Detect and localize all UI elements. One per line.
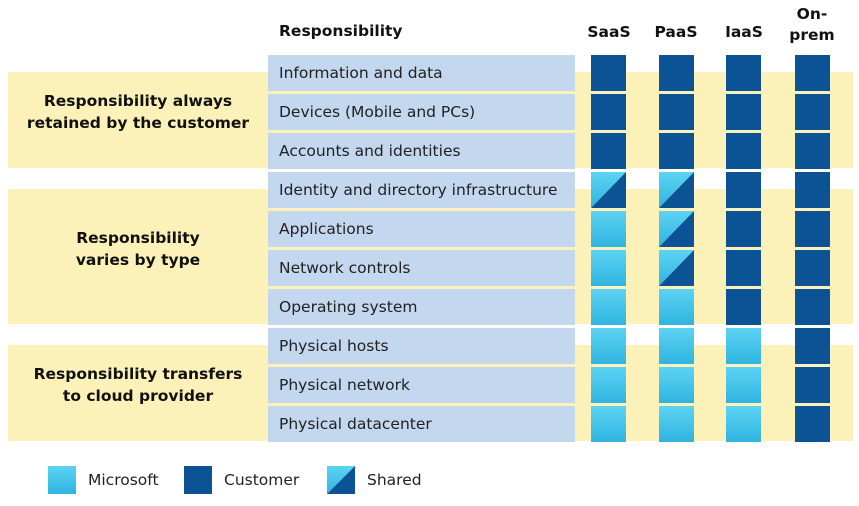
group-label-line: to cloud provider (62, 387, 214, 405)
responsibility-cell-customer (795, 406, 830, 442)
responsibility-cell-microsoft (726, 406, 761, 442)
legend-item-microsoft: Microsoft (48, 466, 159, 494)
legend-swatch-microsoft (48, 466, 76, 494)
row-label: Network controls (268, 250, 575, 286)
responsibility-header: Responsibility (279, 22, 403, 40)
responsibility-cell-customer (659, 133, 694, 169)
responsibility-cell-customer (795, 133, 830, 169)
responsibility-cell-customer (591, 133, 626, 169)
responsibility-cell-customer (659, 55, 694, 91)
group-label: Responsibility always retained by the cus… (18, 88, 258, 136)
legend-item-shared: Shared (327, 466, 422, 494)
row-label: Accounts and identities (268, 133, 575, 169)
group-label-line: varies by type (75, 250, 201, 269)
responsibility-cell-customer (795, 250, 830, 286)
row-label: Physical hosts (268, 328, 575, 364)
column-header-iaas: IaaS (725, 23, 763, 41)
responsibility-cell-customer (795, 172, 830, 208)
responsibility-cell-customer (795, 55, 830, 91)
responsibility-cell-customer (726, 94, 761, 130)
responsibility-cell-customer (591, 55, 626, 91)
column-header-saas: SaaS (587, 23, 631, 41)
responsibility-cell-microsoft (591, 367, 626, 403)
group-label-line: Responsibility always (43, 92, 233, 110)
responsibility-cell-microsoft (726, 328, 761, 364)
responsibility-cell-customer (726, 133, 761, 169)
legend-label: Shared (367, 471, 422, 489)
responsibility-cell-microsoft (591, 406, 626, 442)
legend-item-customer: Customer (184, 466, 299, 494)
row-label: Identity and directory infrastructure (268, 172, 575, 208)
column-header-paas: PaaS (654, 23, 698, 41)
responsibility-cell-customer (795, 289, 830, 325)
group-label-line: Responsibility (76, 228, 200, 247)
responsibility-cell-microsoft (726, 367, 761, 403)
responsibility-cell-customer (795, 367, 830, 403)
row-label: Devices (Mobile and PCs) (268, 94, 575, 130)
responsibility-cell-customer (659, 94, 694, 130)
responsibility-cell-microsoft (659, 328, 694, 364)
legend-swatch-customer (184, 466, 212, 494)
responsibility-cell-customer (795, 94, 830, 130)
responsibility-cell-shared (659, 211, 694, 247)
responsibility-cell-customer (726, 250, 761, 286)
responsibility-cell-customer (795, 211, 830, 247)
responsibility-cell-microsoft (591, 289, 626, 325)
row-label: Information and data (268, 55, 575, 91)
group-label: Responsibility varies by type (18, 225, 258, 273)
responsibility-cell-microsoft (591, 250, 626, 286)
group-label-line: Responsibility transfers (33, 365, 243, 383)
column-header-on-prem-text: On- prem (789, 5, 835, 44)
responsibility-cell-customer (726, 211, 761, 247)
responsibility-cell-microsoft (659, 367, 694, 403)
column-header-on-prem: On- prem (782, 4, 842, 46)
responsibility-cell-customer (726, 55, 761, 91)
group-label-line: retained by the customer (26, 114, 250, 132)
legend-label: Microsoft (88, 471, 159, 489)
responsibility-cell-microsoft (591, 211, 626, 247)
responsibility-cell-microsoft (591, 328, 626, 364)
row-label: Physical network (268, 367, 575, 403)
row-label: Applications (268, 211, 575, 247)
responsibility-cell-shared (591, 172, 626, 208)
row-label: Operating system (268, 289, 575, 325)
responsibility-cell-microsoft (659, 289, 694, 325)
responsibility-cell-customer (795, 328, 830, 364)
responsibility-cell-shared (659, 250, 694, 286)
responsibility-cell-customer (591, 94, 626, 130)
legend-label: Customer (224, 471, 300, 489)
legend-swatch-shared (327, 466, 355, 494)
responsibility-cell-shared (659, 172, 694, 208)
responsibility-cell-microsoft (659, 406, 694, 442)
responsibility-cell-customer (726, 289, 761, 325)
group-label: Responsibility transfers to cloud provide… (18, 361, 258, 409)
row-label: Physical datacenter (268, 406, 575, 442)
responsibility-cell-customer (726, 172, 761, 208)
